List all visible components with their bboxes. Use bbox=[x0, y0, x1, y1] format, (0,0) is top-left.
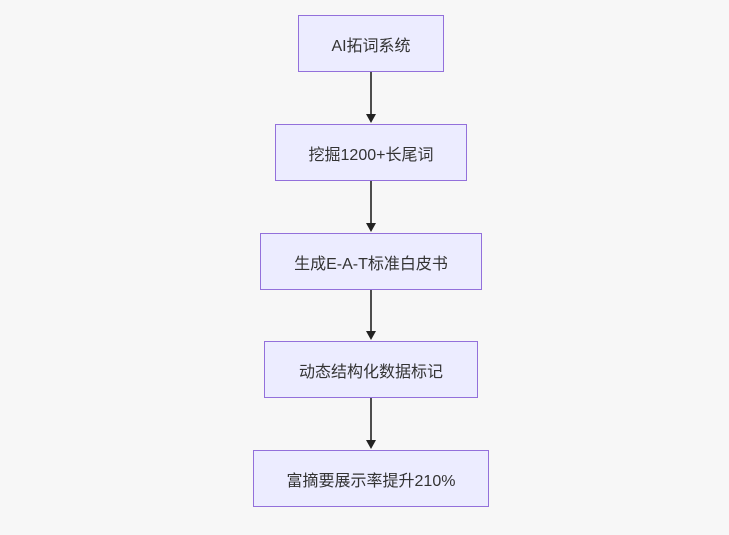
flow-arrow-4 bbox=[365, 398, 377, 449]
flow-node-longtail-mining: 挖掘1200+长尾词 bbox=[275, 124, 467, 181]
flow-arrow-2 bbox=[365, 181, 377, 232]
flow-node-eat-whitepaper: 生成E-A-T标准白皮书 bbox=[260, 233, 482, 290]
flow-node-label: AI拓词系统 bbox=[331, 37, 411, 55]
arrow-shaft bbox=[370, 181, 372, 225]
flow-arrow-1 bbox=[365, 72, 377, 123]
arrowhead-down-icon bbox=[366, 331, 376, 340]
arrowhead-down-icon bbox=[366, 223, 376, 232]
flow-node-label: 富摘要展示率提升210% bbox=[286, 472, 456, 490]
arrowhead-down-icon bbox=[366, 440, 376, 449]
arrow-shaft bbox=[370, 398, 372, 442]
flow-node-label: 动态结构化数据标记 bbox=[298, 363, 443, 381]
flow-arrow-3 bbox=[365, 290, 377, 340]
flow-node-ai-word-expansion: AI拓词系统 bbox=[298, 15, 444, 72]
arrowhead-down-icon bbox=[366, 114, 376, 123]
flow-node-label: 挖掘1200+长尾词 bbox=[308, 146, 434, 164]
arrow-shaft bbox=[370, 290, 372, 333]
flow-node-label: 生成E-A-T标准白皮书 bbox=[294, 255, 448, 273]
arrow-shaft bbox=[370, 72, 372, 116]
flow-node-structured-data-markup: 动态结构化数据标记 bbox=[264, 341, 478, 398]
flow-node-rich-snippet-result: 富摘要展示率提升210% bbox=[253, 450, 489, 507]
